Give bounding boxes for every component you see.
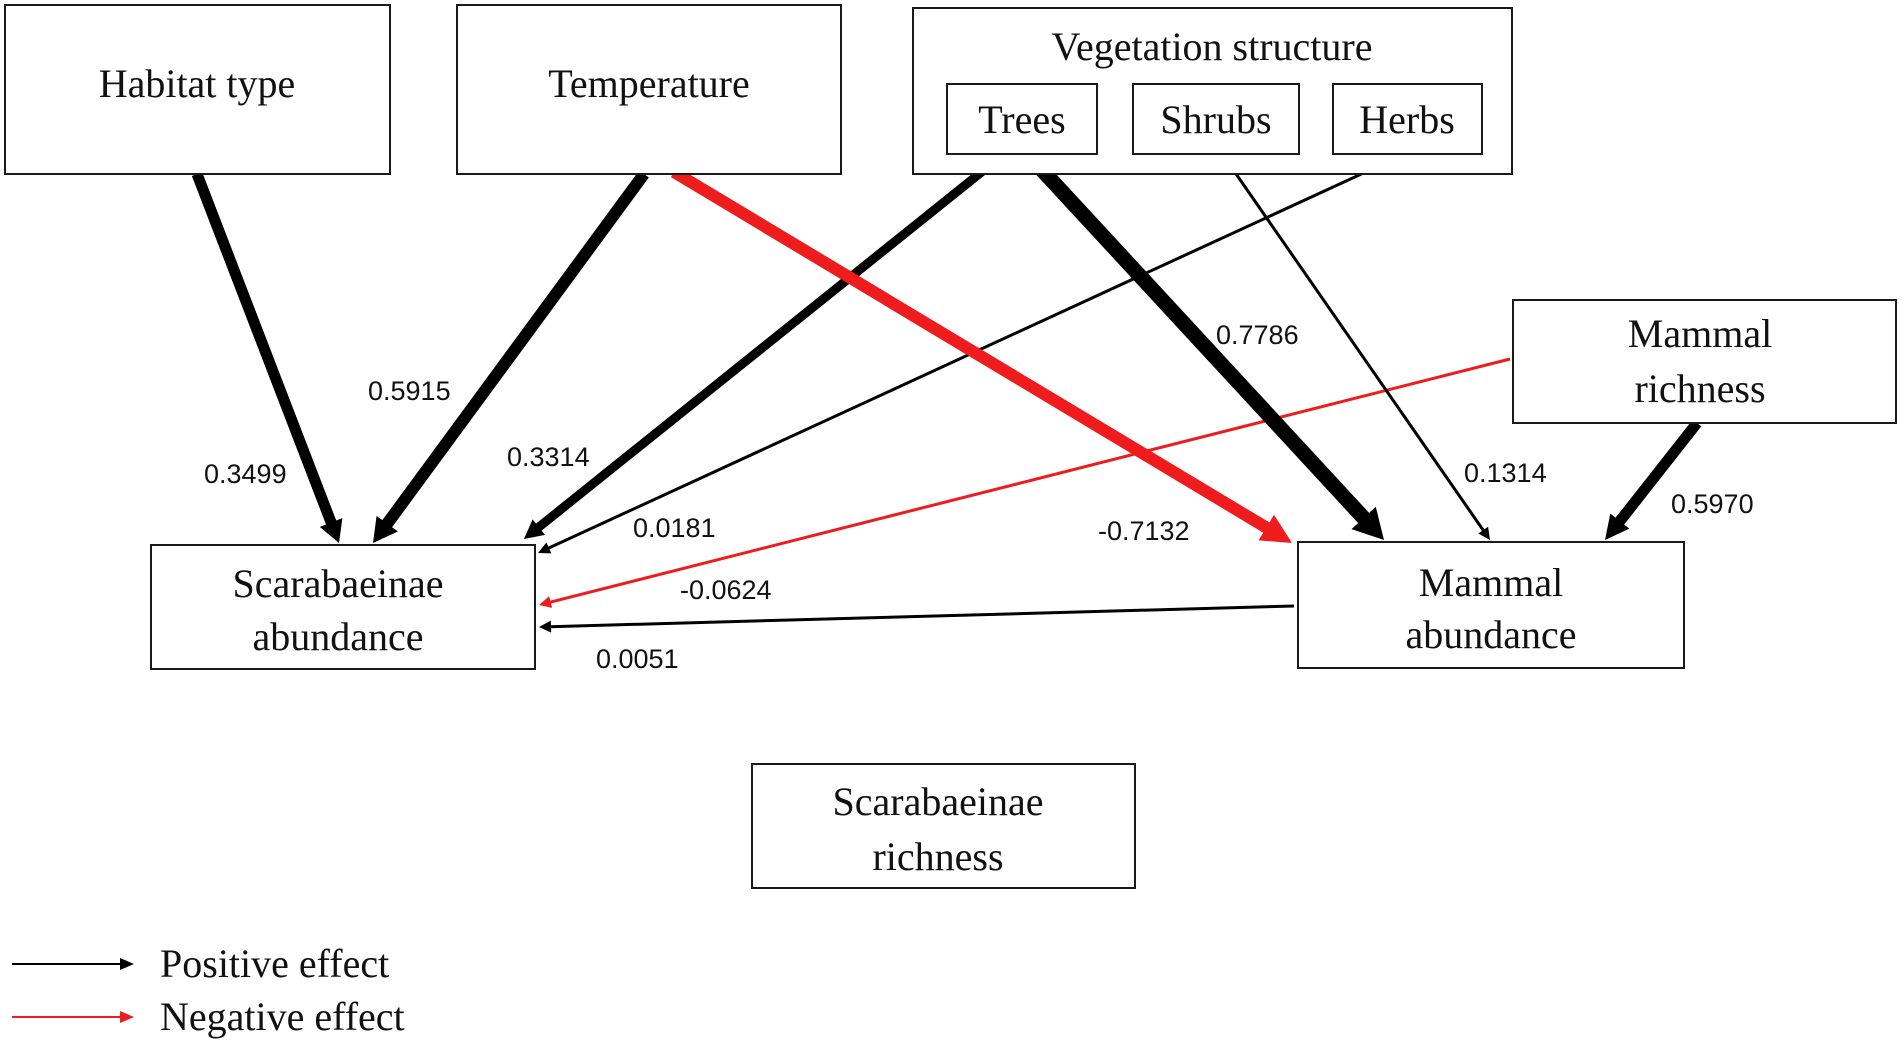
path-mammal-abundance-to-scarab-abundance (549, 604, 1295, 629)
node-temperature: Temperature (456, 4, 842, 175)
node-label: Trees (978, 97, 1065, 142)
path-mammal-richness-to-mammal-abundance-arrowhead (1605, 513, 1630, 540)
legend: Positive effect Negative effect (12, 941, 405, 1039)
node-trees: Trees (946, 83, 1098, 155)
node-label-line1: Scarabaeinae (833, 779, 1044, 824)
node-scarabaeinae-abundance: Scarabaeinae abundance (150, 544, 536, 670)
node-label-line1: Scarabaeinae (233, 561, 444, 606)
node-label: Shrubs (1160, 97, 1271, 142)
path-habitat-to-scarab-abundance-arrowhead (319, 518, 343, 543)
path-habitat-to-scarab-abundance (191, 172, 337, 526)
node-mammal-richness: Mammal richness (1512, 299, 1897, 424)
legend-positive: Positive effect (12, 941, 389, 986)
node-label: Habitat type (99, 61, 296, 106)
node-label: Vegetation structure (1052, 24, 1373, 69)
coef-temperature-to-mammal-abundance: -0.7132 (1098, 516, 1190, 546)
coef-mammal-richness-to-scarab-abundance: -0.0624 (680, 575, 772, 605)
node-vegetation-structure: Vegetation structure Trees Shrubs Herbs (912, 7, 1513, 175)
coef-trees-to-mammal-abundance: 0.7786 (1216, 320, 1299, 350)
path-temperature-to-scarab-abundance-arrowhead (373, 515, 398, 543)
path-temperature-to-scarab-abundance (381, 170, 649, 529)
legend-positive-label: Positive effect (160, 941, 389, 986)
path-mammal-richness-to-mammal-abundance (1614, 419, 1702, 526)
path-trees-to-mammal-abundance-arrowhead (1351, 506, 1384, 540)
path-shrubs-to-mammal-abundance (1223, 157, 1485, 532)
path-mammal-richness-to-scarab-abundance-arrowhead (539, 596, 553, 608)
node-label-line2: abundance (1405, 612, 1576, 657)
node-shrubs: Shrubs (1132, 83, 1300, 155)
node-scarabaeinae-richness: Scarabaeinae richness (751, 763, 1136, 889)
legend-positive-arrowhead (120, 958, 134, 970)
node-label-line1: Mammal (1419, 560, 1563, 605)
path-herbs-to-scarab-abundance-arrowhead (538, 542, 552, 554)
coef-mammal-abundance-to-scarab-abundance: 0.0051 (596, 644, 679, 674)
coef-temperature-to-scarab-abundance: 0.5915 (368, 376, 451, 406)
path-shrubs-to-mammal-abundance-arrowhead (1478, 526, 1490, 540)
legend-negative-arrowhead (120, 1011, 134, 1023)
node-herbs: Herbs (1332, 83, 1483, 155)
node-label-line1: Mammal (1628, 311, 1772, 356)
coef-shrubs-to-mammal-abundance: 0.1314 (1464, 458, 1547, 488)
legend-negative: Negative effect (12, 994, 405, 1039)
coef-mammal-richness-to-mammal-abundance: 0.5970 (1671, 489, 1754, 519)
path-temperature-to-mammal-abundance-arrowhead (1258, 514, 1292, 543)
path-trees-to-mammal-abundance (1025, 152, 1370, 524)
coef-trees-to-scarab-abundance: 0.3314 (507, 442, 590, 472)
coef-habitat-to-scarab-abundance: 0.3499 (204, 459, 287, 489)
node-label-line2: abundance (252, 614, 423, 659)
path-trees-to-scarab-abundance-arrowhead (524, 519, 546, 539)
path-temperature-to-mammal-abundance (670, 166, 1271, 534)
node-label-line2: richness (1634, 366, 1765, 411)
node-habitat-type: Habitat type (4, 4, 391, 175)
legend-negative-label: Negative effect (160, 994, 405, 1039)
path-mammal-richness-to-scarab-abundance (549, 357, 1511, 604)
coef-herbs-to-scarab-abundance: 0.0181 (633, 513, 716, 543)
node-label: Herbs (1359, 97, 1455, 142)
node-label: Temperature (548, 61, 750, 106)
node-label-line2: richness (872, 834, 1003, 879)
node-mammal-abundance: Mammal abundance (1297, 541, 1685, 669)
path-trees-to-scarab-abundance (535, 154, 1002, 532)
path-mammal-abundance-to-scarab-abundance-arrowhead (539, 620, 552, 633)
